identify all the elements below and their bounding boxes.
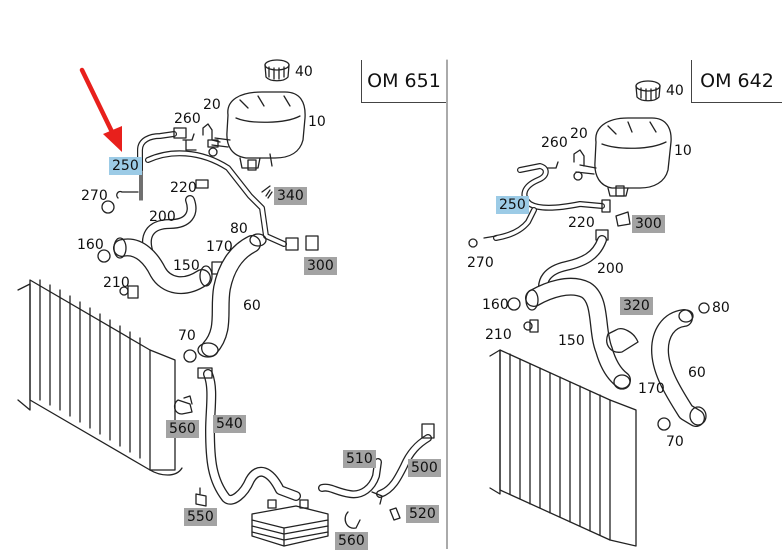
callout-320-r: 320 — [620, 297, 653, 315]
callout-270: 270 — [81, 188, 108, 204]
callout-160-r: 160 — [482, 297, 509, 313]
callout-250-highlighted: 250 — [109, 157, 142, 175]
callout-20: 20 — [203, 97, 221, 113]
callout-560-upper: 560 — [166, 420, 199, 438]
right-cap — [635, 80, 661, 102]
callout-80-r: 80 — [712, 300, 730, 316]
callout-200-r: 200 — [597, 261, 624, 277]
callout-250-r-highlighted: 250 — [496, 196, 529, 214]
callout-520: 520 — [406, 505, 439, 523]
callout-170-r: 170 — [638, 381, 665, 397]
callout-150: 150 — [173, 258, 200, 274]
callout-210: 210 — [103, 275, 130, 291]
callout-80: 80 — [230, 221, 248, 237]
engine-label-om642: OM 642 — [691, 60, 782, 103]
callout-500: 500 — [408, 459, 441, 477]
callout-560-lower: 560 — [335, 532, 368, 550]
callout-300-r: 300 — [632, 215, 665, 233]
callout-270-r: 270 — [467, 255, 494, 271]
callout-540: 540 — [213, 415, 246, 433]
callout-340: 340 — [274, 187, 307, 205]
callout-70-r: 70 — [666, 434, 684, 450]
left-expansion-tank — [211, 91, 306, 171]
callout-10-r: 10 — [674, 143, 692, 159]
callout-60: 60 — [243, 298, 261, 314]
callout-60-r: 60 — [688, 365, 706, 381]
callout-160: 160 — [77, 237, 104, 253]
callout-70: 70 — [178, 328, 196, 344]
callout-150-r: 150 — [558, 333, 585, 349]
callout-200: 200 — [149, 209, 176, 225]
callout-170: 170 — [206, 239, 233, 255]
callout-260: 260 — [174, 111, 201, 127]
right-expansion-tank — [575, 117, 672, 197]
red-arrow — [79, 67, 122, 152]
callout-550: 550 — [184, 508, 217, 526]
left-cap — [264, 59, 290, 82]
left-radiator — [17, 279, 183, 476]
callout-210-r: 210 — [485, 327, 512, 343]
callout-300: 300 — [304, 257, 337, 275]
right-radiator — [489, 349, 637, 547]
callout-220-r: 220 — [568, 215, 595, 231]
callout-260-r: 260 — [541, 135, 568, 151]
left-oil-cooler — [251, 499, 329, 547]
engine-label-om651: OM 651 — [361, 60, 446, 103]
callout-220: 220 — [170, 180, 197, 196]
callout-40-r: 40 — [666, 83, 684, 99]
callout-40: 40 — [295, 64, 313, 80]
callout-20-r: 20 — [570, 126, 588, 142]
callout-10: 10 — [308, 114, 326, 130]
callout-510: 510 — [343, 450, 376, 468]
